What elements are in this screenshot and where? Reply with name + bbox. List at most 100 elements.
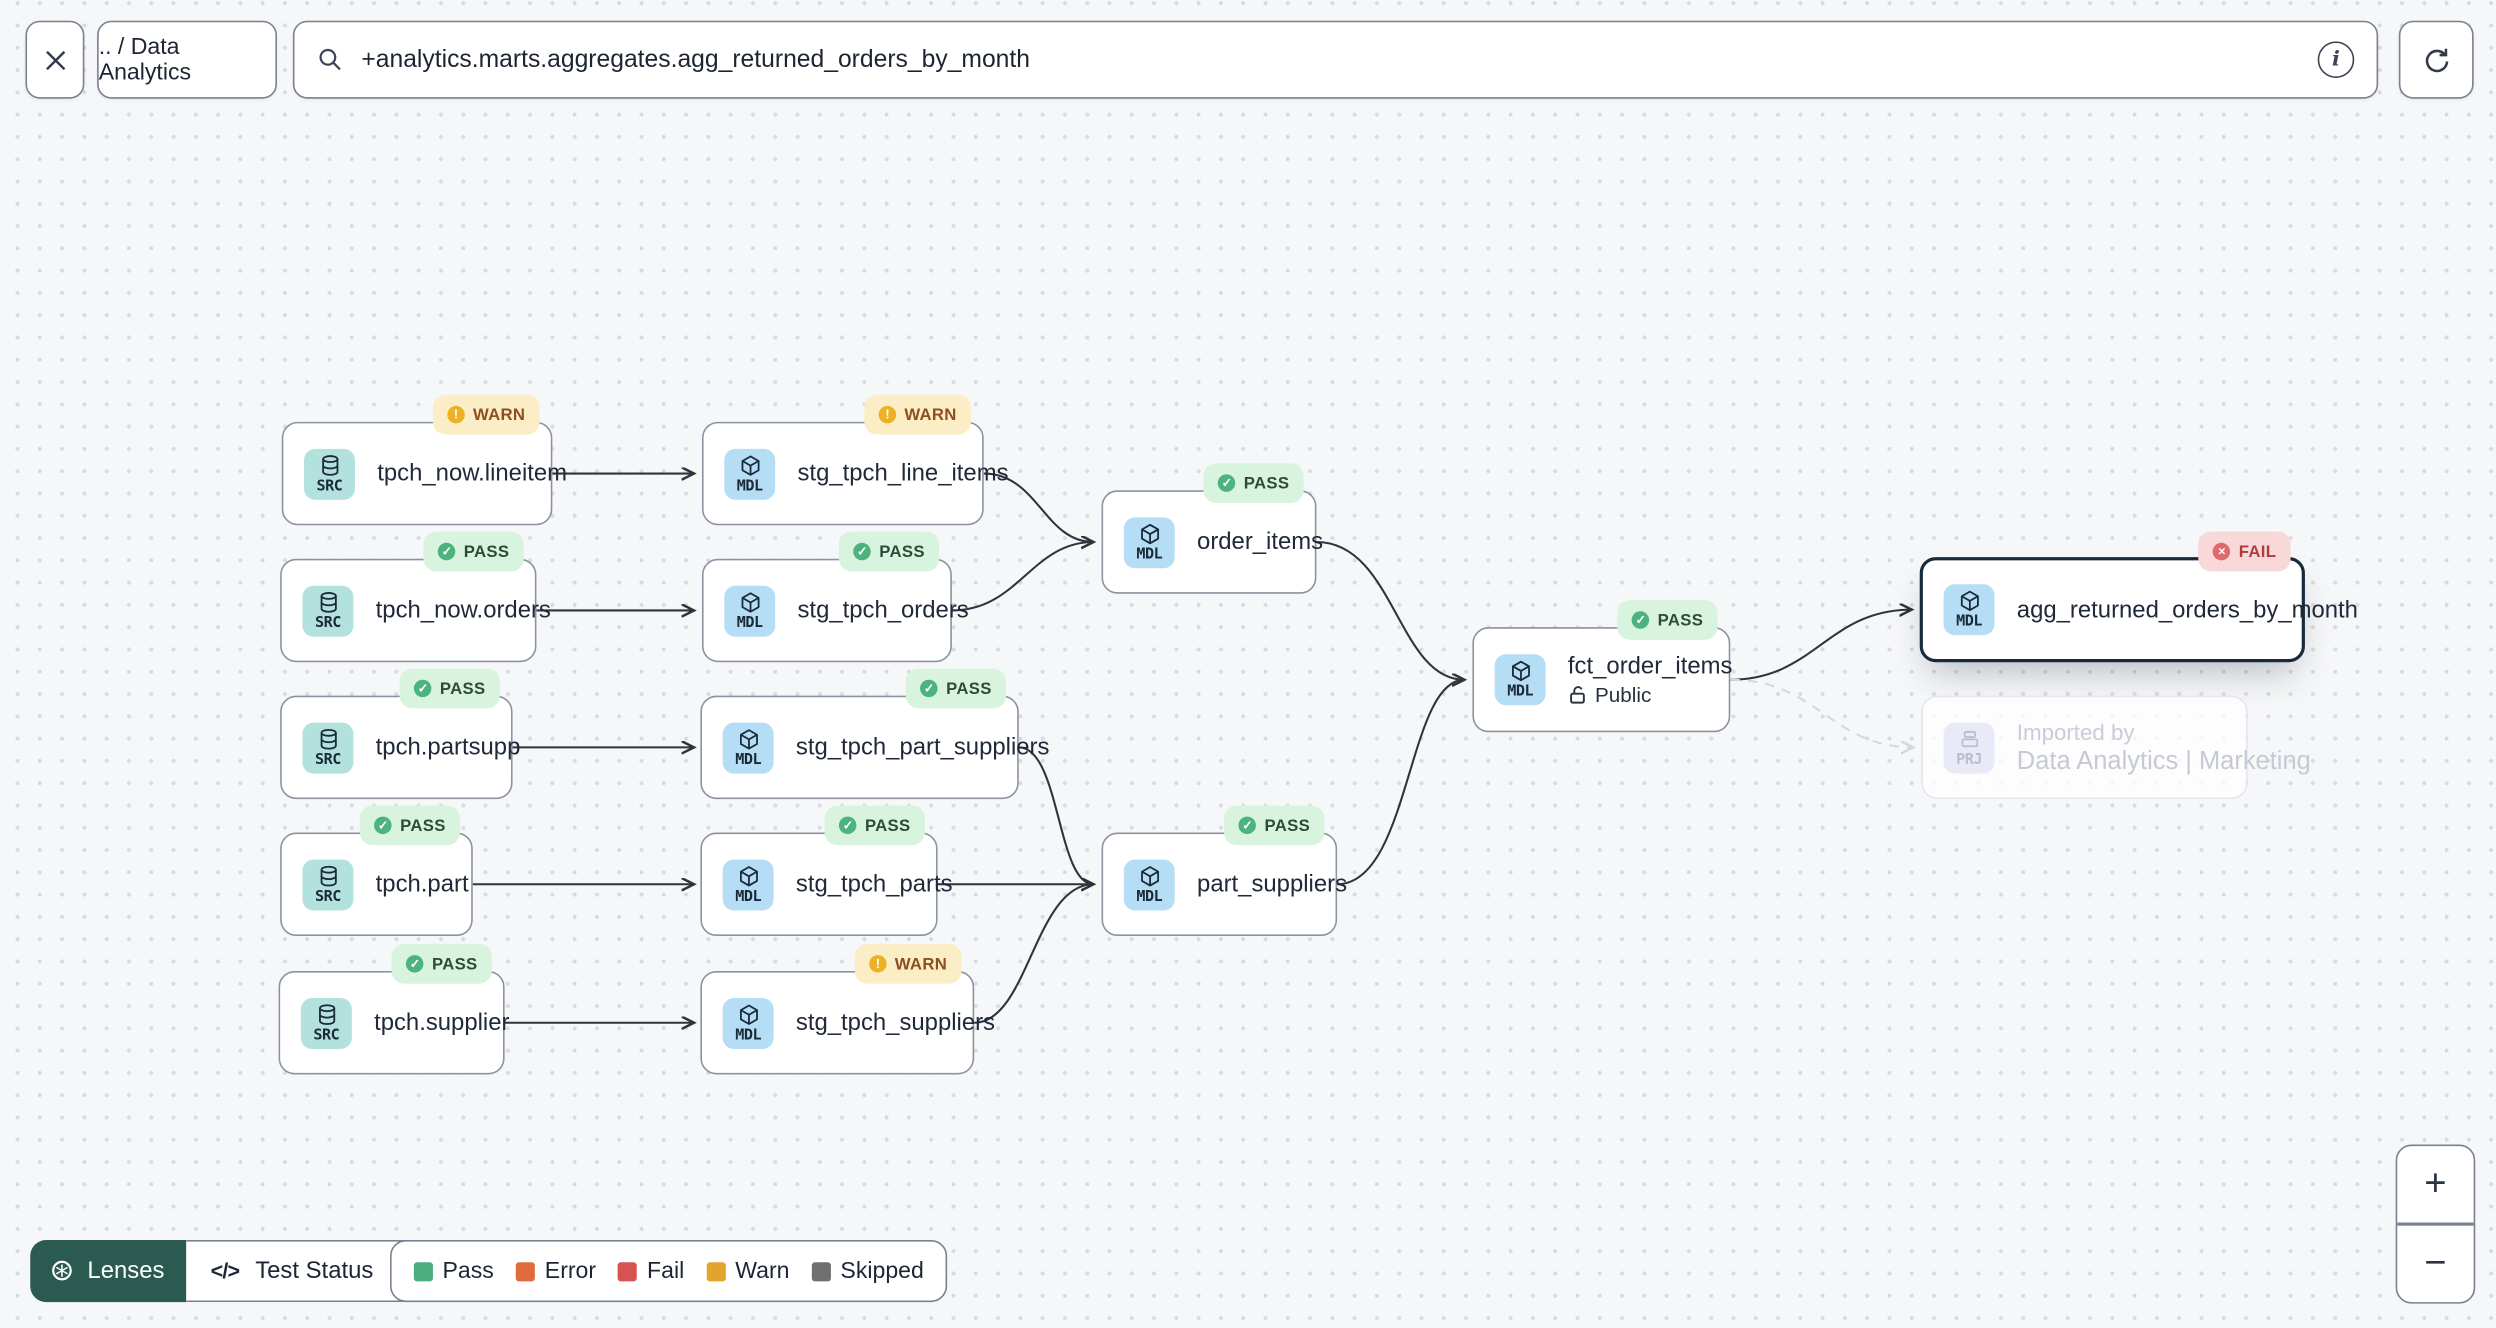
source-chip: SRC <box>302 721 354 773</box>
legend-item-pass: Pass <box>413 1258 494 1284</box>
search-input[interactable] <box>358 43 2304 76</box>
warn-icon: ! <box>869 955 887 973</box>
cube-icon <box>1140 865 1159 886</box>
warn-icon: ! <box>447 405 465 424</box>
status-badge: ✓PASS <box>1203 463 1304 504</box>
graph-node-imported-by-project[interactable]: PRJ Imported by Data Analytics | Marketi… <box>1921 695 2311 800</box>
fail-swatch <box>618 1261 638 1281</box>
status-badge: ✓PASS <box>906 668 1007 709</box>
model-chip: MDL <box>724 448 776 500</box>
access-row: Public <box>1568 683 1733 707</box>
status-badge: !WARN <box>854 943 962 984</box>
graph-node-tpch-part[interactable]: ✓PASS SRC tpch.part <box>280 805 473 936</box>
source-chip: SRC <box>304 448 355 500</box>
unlock-icon <box>1570 686 1585 704</box>
check-icon: ✓ <box>1632 611 1650 629</box>
warn-swatch <box>706 1261 726 1281</box>
graph-node-order-items[interactable]: ✓PASS MDL order_items <box>1101 463 1323 594</box>
lenses-button[interactable]: ⊛ Lenses <box>30 1240 187 1303</box>
database-icon <box>319 728 336 749</box>
database-icon <box>321 454 338 475</box>
database-icon <box>318 1003 335 1025</box>
graph-node-fct-order-items[interactable]: ✓PASS MDL fct_order_items Public <box>1472 600 1733 733</box>
source-chip: SRC <box>300 997 352 1049</box>
cube-icon <box>740 591 759 612</box>
info-icon: i <box>2317 41 2355 78</box>
check-icon: ✓ <box>406 955 425 973</box>
zoom-controls: + − <box>2395 1144 2476 1304</box>
pass-swatch <box>413 1261 433 1281</box>
graph-node-stg-tpch-part-suppliers[interactable]: ✓PASS MDL stg_tpch_part_suppliers <box>700 668 1049 800</box>
cube-icon <box>1511 660 1530 682</box>
edge-group <box>472 474 1912 1023</box>
check-icon: ✓ <box>1239 816 1257 835</box>
status-badge: ✓PASS <box>392 943 492 984</box>
status-badge: !WARN <box>433 394 540 435</box>
source-chip: SRC <box>302 584 354 636</box>
status-badge: ✓PASS <box>825 805 925 846</box>
graph-node-stg-tpch-line-items[interactable]: !WARN MDL stg_tpch_line_items <box>701 394 1009 526</box>
check-icon: ✓ <box>839 816 857 835</box>
skipped-swatch <box>811 1261 831 1281</box>
check-icon: ✓ <box>438 542 456 561</box>
status-badge: ×FAIL <box>2198 531 2291 572</box>
fail-icon: × <box>2213 542 2231 561</box>
status-legend: Pass Error Fail Warn Skipped <box>389 1240 948 1303</box>
database-icon <box>319 865 336 886</box>
graph-node-stg-tpch-parts[interactable]: ✓PASS MDL stg_tpch_parts <box>700 805 953 936</box>
project-icon <box>1960 730 1978 747</box>
project-chip: PRJ <box>1943 721 1995 773</box>
graph-node-tpch-now-orders[interactable]: ✓PASS SRC tpch_now.orders <box>280 531 551 663</box>
breadcrumb[interactable]: .. / Data Analytics <box>97 20 277 99</box>
source-chip: SRC <box>302 858 354 910</box>
model-chip: MDL <box>722 721 774 773</box>
warn-icon: ! <box>878 405 897 424</box>
database-icon <box>319 591 336 612</box>
graph-node-stg-tpch-suppliers[interactable]: !WARN MDL stg_tpch_suppliers <box>700 943 995 1075</box>
cube-icon <box>1140 523 1159 544</box>
model-chip: MDL <box>1943 584 1995 636</box>
zoom-out-button[interactable]: − <box>2397 1225 2473 1302</box>
cube-icon <box>739 1003 758 1025</box>
legend-item-warn: Warn <box>706 1258 789 1284</box>
status-badge: ✓PASS <box>424 531 524 572</box>
model-chip: MDL <box>722 858 774 910</box>
graph-node-stg-tpch-orders[interactable]: ✓PASS MDL stg_tpch_orders <box>701 531 969 663</box>
refresh-button[interactable] <box>2398 20 2474 99</box>
model-chip: MDL <box>1123 516 1175 568</box>
close-icon <box>45 50 65 70</box>
graph-node-agg-returned-orders-by-month[interactable]: ×FAIL MDL agg_returned_orders_by_month <box>1919 531 2358 663</box>
graph-node-tpch-supplier[interactable]: ✓PASS SRC tpch.supplier <box>278 943 509 1075</box>
lenses-toolbar: ⊛ Lenses </> Test Status <box>30 1240 436 1303</box>
edge-imported-by-dashed <box>1730 678 1913 748</box>
legend-item-fail: Fail <box>618 1258 684 1284</box>
cube-icon <box>739 865 758 886</box>
aperture-icon: ⊛ <box>49 1254 75 1288</box>
zoom-in-button[interactable]: + <box>2397 1146 2473 1223</box>
graph-node-tpch-partsupp[interactable]: ✓PASS SRC tpch.partsupp <box>280 668 520 800</box>
cube-icon <box>739 728 758 749</box>
status-badge: ✓PASS <box>1224 805 1325 846</box>
legend-item-skipped: Skipped <box>811 1258 924 1284</box>
check-icon: ✓ <box>853 542 872 561</box>
check-icon: ✓ <box>374 816 393 835</box>
graph-node-part-suppliers[interactable]: ✓PASS MDL part_suppliers <box>1101 805 1347 936</box>
info-button[interactable]: i <box>2317 41 2355 78</box>
cube-icon <box>740 454 759 475</box>
close-button[interactable] <box>25 20 85 99</box>
search-bar[interactable]: i <box>292 20 2379 99</box>
legend-item-error: Error <box>516 1258 596 1284</box>
search-icon <box>319 48 341 71</box>
status-badge: ✓PASS <box>360 805 461 846</box>
status-badge: ✓PASS <box>1617 600 1718 640</box>
graph-node-tpch-now-lineitem[interactable]: !WARN SRC tpch_now.lineitem <box>281 394 567 526</box>
refresh-icon <box>2424 47 2448 72</box>
status-badge: !WARN <box>864 394 971 435</box>
check-icon: ✓ <box>920 679 939 698</box>
error-swatch <box>516 1261 536 1281</box>
status-badge: ✓PASS <box>839 531 940 572</box>
check-icon: ✓ <box>414 679 432 698</box>
model-chip: MDL <box>724 584 776 636</box>
